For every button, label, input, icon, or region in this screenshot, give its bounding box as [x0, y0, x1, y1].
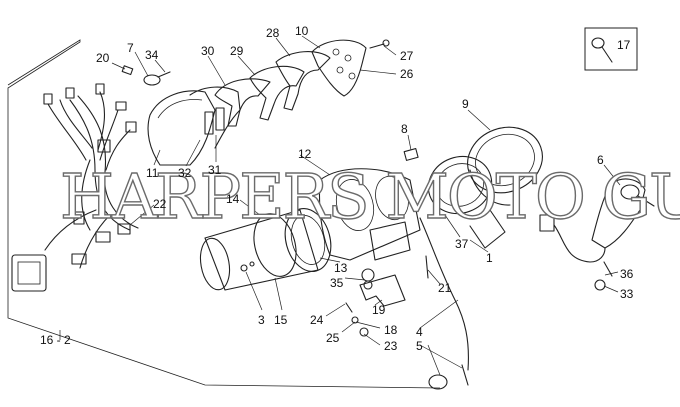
part-9-gauge — [467, 126, 543, 206]
label-26: 26 — [400, 67, 414, 81]
label-16-2: 16 - 2 — [40, 333, 71, 347]
gauge-panel — [318, 168, 421, 261]
part-labels: 20 7 34 30 29 28 10 27 26 17 9 8 6 12 11… — [40, 24, 634, 353]
label-31: 31 — [208, 163, 222, 177]
label-25: 25 — [326, 331, 340, 345]
bracket-19 — [345, 268, 406, 337]
label-12: 12 — [298, 147, 312, 161]
label-4: 4 — [416, 325, 423, 339]
label-30: 30 — [201, 44, 215, 58]
label-28: 28 — [266, 26, 280, 40]
label-37: 37 — [455, 237, 469, 251]
label-11: 11 — [146, 166, 159, 180]
label-3: 3 — [258, 313, 265, 327]
part-8-bolt — [403, 148, 419, 161]
label-13: 13 — [334, 261, 348, 275]
inset-box-17 — [584, 27, 638, 71]
label-20: 20 — [96, 51, 110, 65]
mounting-brackets — [214, 51, 331, 127]
label-35: 35 — [330, 276, 344, 290]
part-26-plate — [311, 39, 390, 97]
wiring-harness — [11, 83, 139, 292]
label-33: 33 — [620, 287, 634, 301]
label-15: 15 — [274, 313, 288, 327]
label-18: 18 — [384, 323, 398, 337]
label-5: 5 — [416, 339, 423, 353]
label-7: 7 — [127, 41, 134, 55]
label-8: 8 — [401, 122, 408, 136]
label-1: 1 — [486, 251, 493, 265]
label-17: 17 — [617, 38, 631, 52]
speedometer-cable — [419, 217, 469, 390]
label-21: 21 — [438, 281, 452, 295]
part-17-key — [591, 37, 613, 63]
label-6: 6 — [597, 153, 604, 167]
label-34: 34 — [145, 48, 159, 62]
label-24: 24 — [310, 313, 324, 327]
label-9: 9 — [462, 97, 469, 111]
label-10: 10 — [295, 24, 309, 38]
parts-20-7-34 — [121, 65, 171, 86]
leader-lines — [59, 35, 621, 376]
label-36: 36 — [620, 267, 634, 281]
assembly-outline — [7, 39, 441, 389]
label-14: 14 — [226, 192, 240, 206]
label-22: 22 — [153, 197, 167, 211]
instrument-cover — [147, 86, 241, 166]
part-37-gauge — [427, 155, 506, 249]
label-19: 19 — [372, 303, 386, 317]
label-32: 32 — [178, 166, 192, 180]
watermark-text: HARPERS MOTO GUZZIO — [60, 160, 680, 233]
label-27: 27 — [400, 49, 414, 63]
label-23: 23 — [384, 339, 398, 353]
label-29: 29 — [230, 44, 244, 58]
